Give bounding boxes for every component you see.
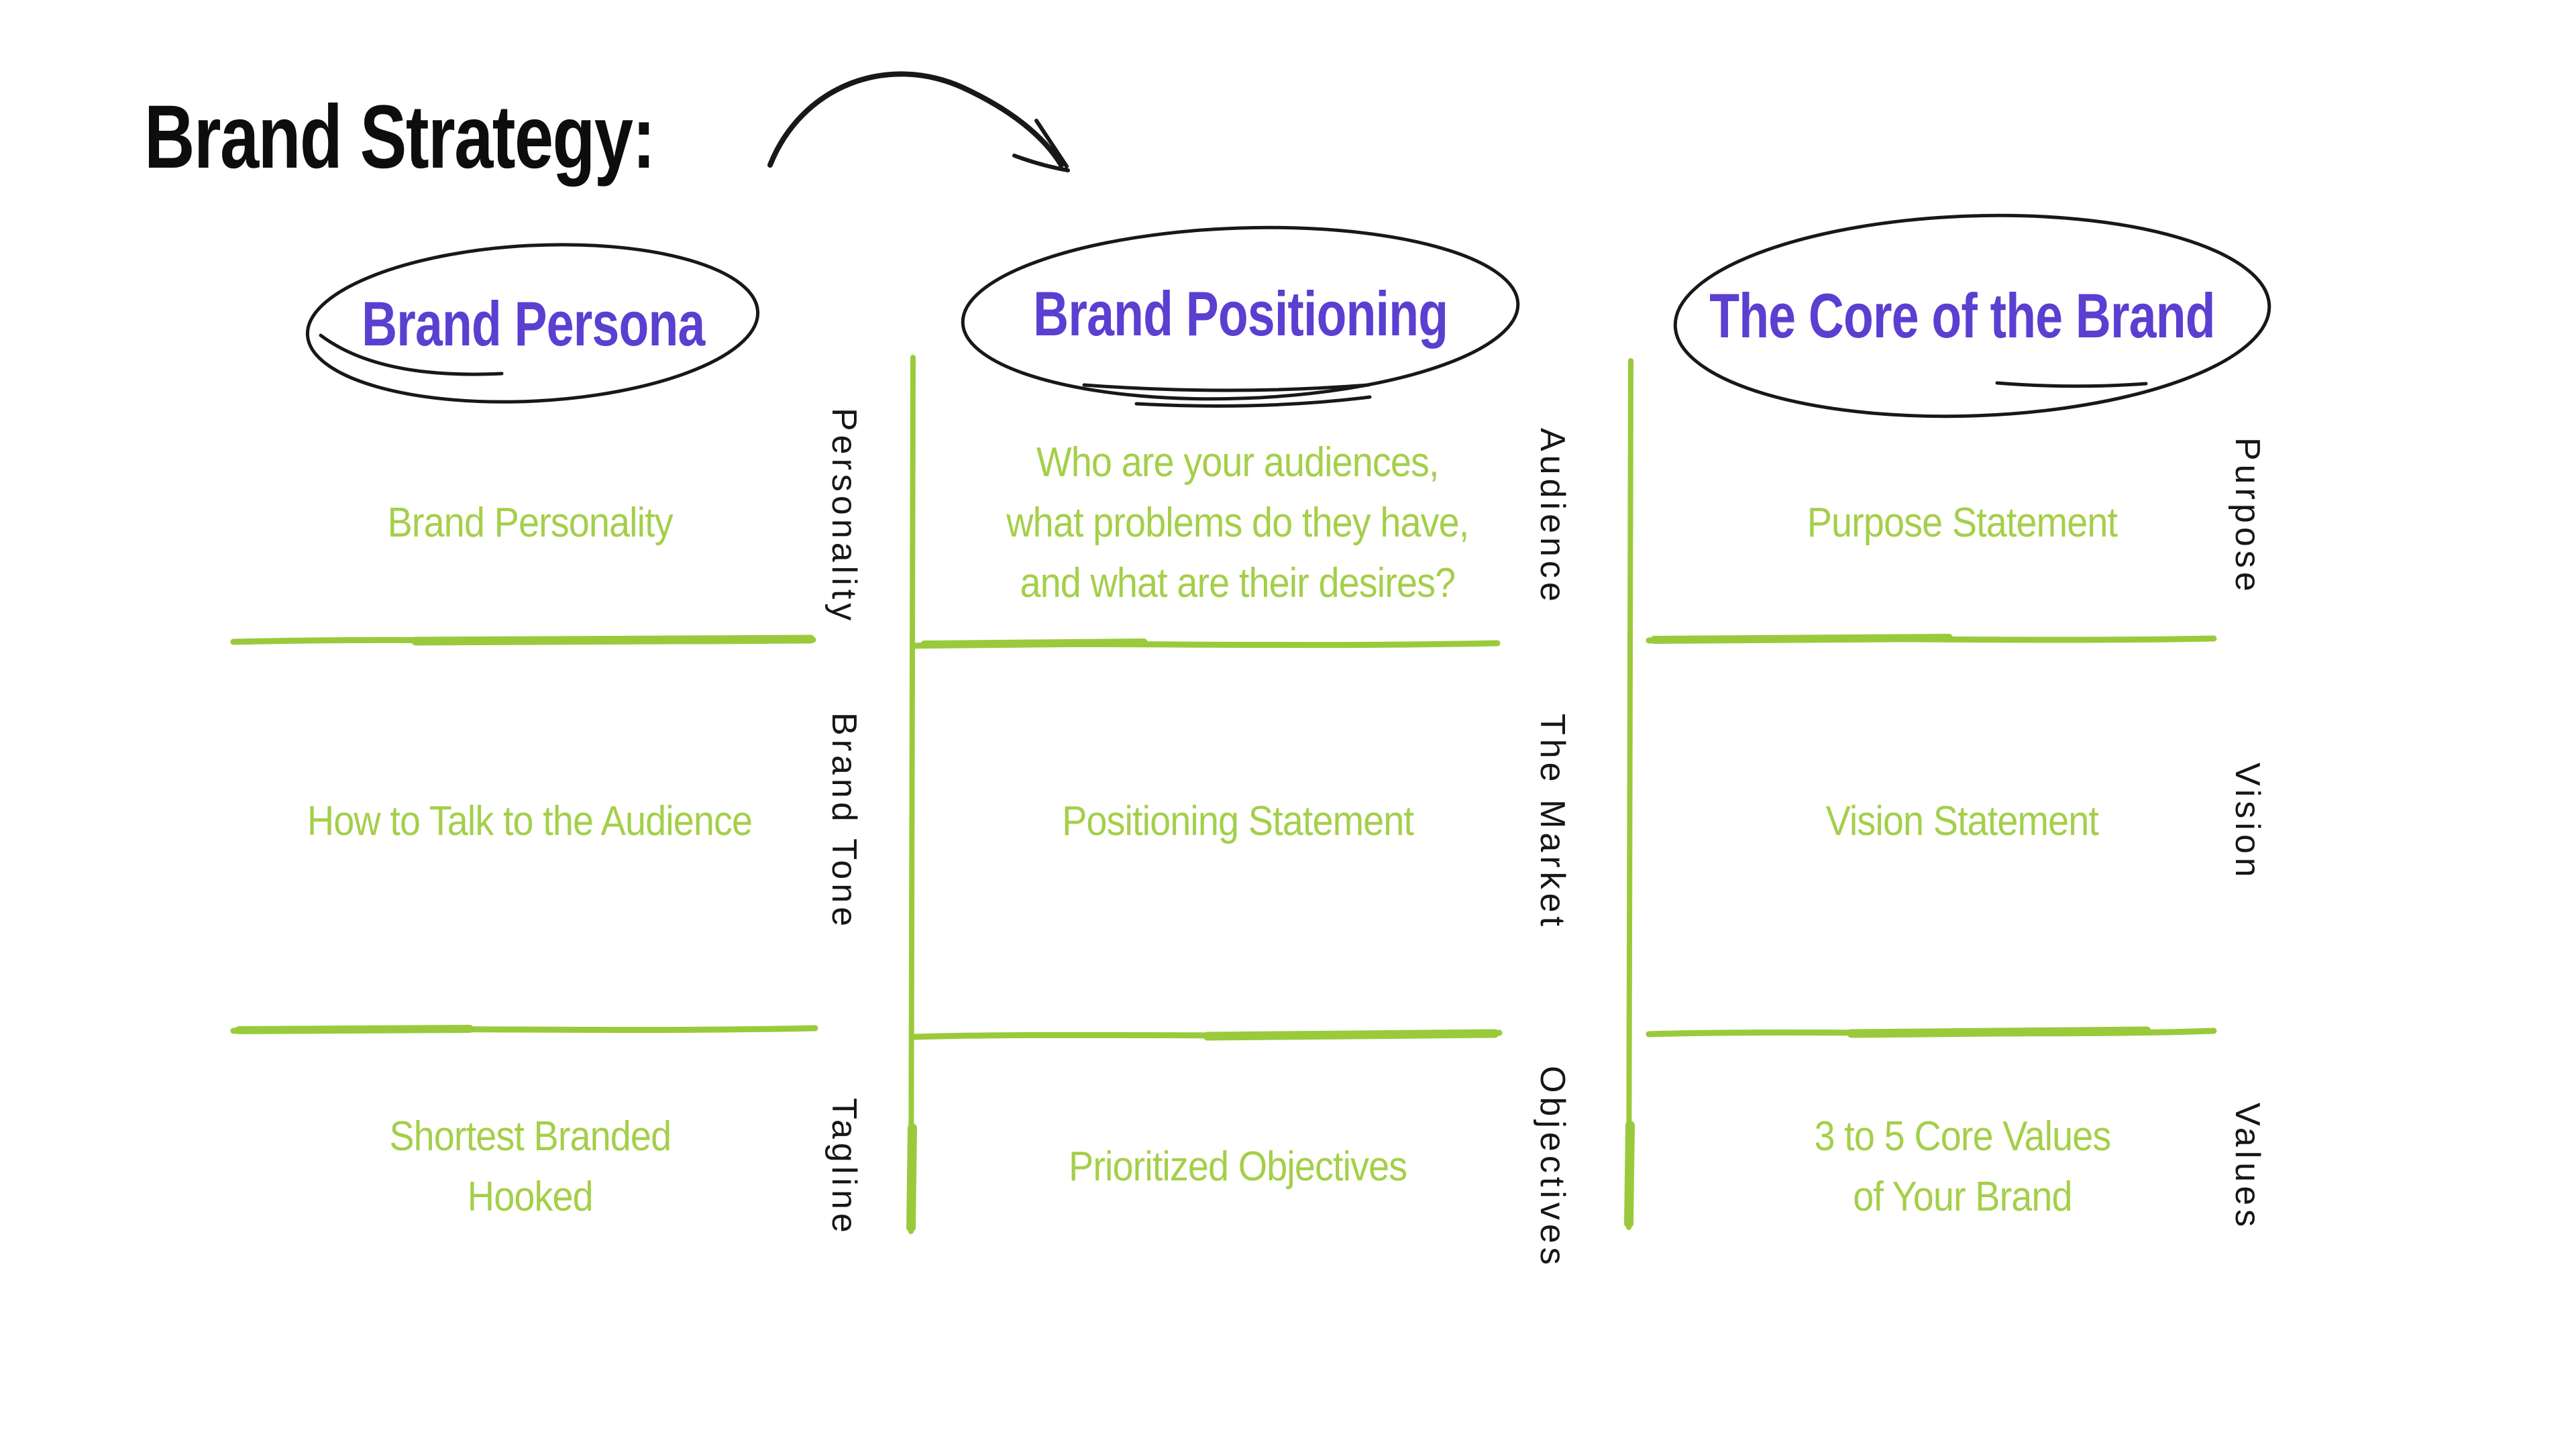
- page-title-text: Brand Strategy:: [144, 87, 655, 187]
- cell-line: Vision Statement: [1825, 798, 2099, 845]
- side-label-objectives: Objectives: [1533, 1065, 1572, 1269]
- cell-line: what problems do they have,: [1006, 500, 1469, 547]
- page-title: Brand Strategy:: [144, 86, 798, 188]
- cell-vision-statement: Vision Statement: [1650, 711, 2274, 932]
- cell-line: Hooked: [467, 1174, 594, 1220]
- cell-line: How to Talk to the Audience: [307, 798, 753, 845]
- cell-purpose-statement: Purpose Statement: [1650, 416, 2274, 630]
- side-label-values: Values: [2228, 1103, 2267, 1231]
- side-label-purpose: Purpose: [2228, 437, 2267, 596]
- side-label-tagline: Tagline: [824, 1097, 863, 1237]
- curved-arrow-icon: [767, 71, 1070, 172]
- column-header-brand-positioning: Brand Positioning: [1032, 278, 1448, 349]
- cell-line: Shortest Branded: [389, 1113, 672, 1160]
- circle-around-brand-positioning: [961, 225, 1520, 408]
- side-label-the-market: The Market: [1533, 713, 1572, 930]
- row-separator-col3-row2: [1646, 1026, 2217, 1038]
- cell-tagline-description: Shortest Branded Hooked: [235, 1060, 825, 1274]
- cell-core-values: 3 to 5 Core Values of Your Brand: [1650, 1060, 2274, 1274]
- cell-how-to-talk-to-audience: How to Talk to the Audience: [235, 711, 825, 932]
- row-separator-col2-row1: [910, 638, 1501, 649]
- cell-line: Who are your audiences,: [1036, 439, 1440, 486]
- cell-line: of Your Brand: [1852, 1174, 2072, 1220]
- row-separator-col3-row1: [1646, 634, 2217, 644]
- cell-line: Purpose Statement: [1807, 500, 2118, 547]
- cell-brand-personality: Brand Personality: [235, 416, 825, 630]
- side-label-vision: Vision: [2228, 762, 2267, 881]
- cell-positioning-statement: Positioning Statement: [939, 711, 1536, 932]
- cell-line: Brand Personality: [387, 500, 673, 547]
- side-label-audience: Audience: [1533, 427, 1572, 606]
- column-header-brand-persona: Brand Persona: [362, 288, 705, 359]
- side-label-personality: Personality: [824, 408, 863, 625]
- column-header-core-of-brand: The Core of the Brand: [1709, 280, 2215, 351]
- cell-line: Positioning Statement: [1062, 798, 1414, 845]
- side-label-brand-tone: Brand Tone: [824, 712, 863, 931]
- column-border-col2: [906, 355, 917, 1234]
- cell-prioritized-objectives: Prioritized Objectives: [939, 1060, 1536, 1274]
- cell-line: Prioritized Objectives: [1068, 1144, 1407, 1190]
- cell-line: 3 to 5 Core Values: [1814, 1113, 2111, 1160]
- column-border-col3: [1624, 358, 1635, 1230]
- row-separator-col2-row2: [910, 1029, 1503, 1041]
- row-separator-col1-row1: [230, 634, 816, 646]
- cell-line: and what are their desires?: [1020, 559, 1456, 606]
- circle-around-core-of-brand: [1673, 213, 2271, 419]
- cell-audience-questions: Who are your audiences, what problems do…: [939, 416, 1536, 630]
- circle-around-brand-persona: [305, 243, 760, 404]
- row-separator-col1-row2: [230, 1025, 818, 1034]
